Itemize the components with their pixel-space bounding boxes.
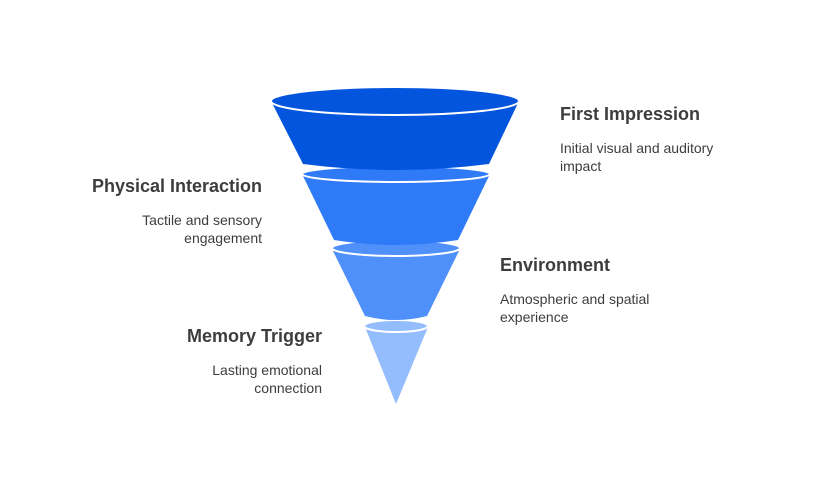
stage-title: Environment [500,255,611,275]
stage-description: Initial visual and auditory impact [560,140,714,174]
stage-first-impression: First Impression Initial visual and audi… [560,103,800,175]
stage-title: Memory Trigger [186,326,322,346]
stage-description: Tactile and sensory engagement [142,212,262,246]
stage-title: First Impression [560,104,701,124]
stage-physical-interaction: Physical Interaction Tactile and sensory… [22,175,262,247]
stage-memory-trigger: Memory Trigger Lasting emotional connect… [82,325,322,397]
stage-title: Physical Interaction [91,176,262,196]
funnel-layer-physical-interaction [303,176,489,245]
funnel-layer-first-impression-top [270,86,520,116]
stage-environment: Environment Atmospheric and spatial expe… [500,254,740,326]
funnel-layer-environment [333,251,459,320]
funnel-layer-memory-trigger-top [363,319,429,333]
funnel-layer-memory-trigger [365,327,428,404]
stage-description: Atmospheric and spatial experience [500,291,650,325]
funnel-layer-first-impression [271,101,519,170]
stage-description: Lasting emotional connection [212,362,322,396]
